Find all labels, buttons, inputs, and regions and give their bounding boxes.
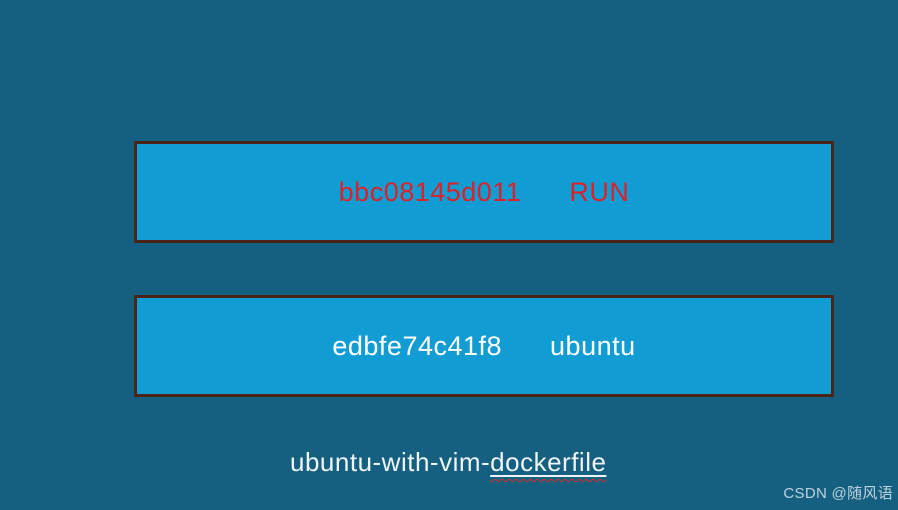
layer-box-ubuntu-text: edbfe74c41f8 ubuntu	[332, 331, 635, 362]
layer-box-ubuntu: edbfe74c41f8 ubuntu	[134, 295, 834, 397]
diagram-caption: ubuntu-with-vim-dockerfile	[290, 447, 606, 478]
layer-command-label: RUN	[569, 176, 630, 207]
caption-spellcheck-word: dockerfile	[490, 447, 607, 477]
caption-underlined-word: dockerfile	[490, 447, 606, 477]
csdn-watermark: CSDN @随风语	[783, 485, 893, 502]
layer-box-run: bbc08145d011 RUN	[134, 141, 834, 243]
layer-box-run-text: bbc08145d011 RUN	[339, 177, 630, 208]
layer-image-label: ubuntu	[550, 330, 636, 361]
layer-id-text: bbc08145d011	[338, 176, 522, 207]
layer-id-text: edbfe74c41f8	[332, 330, 503, 361]
caption-prefix-text: ubuntu-with-vim-	[290, 447, 491, 477]
